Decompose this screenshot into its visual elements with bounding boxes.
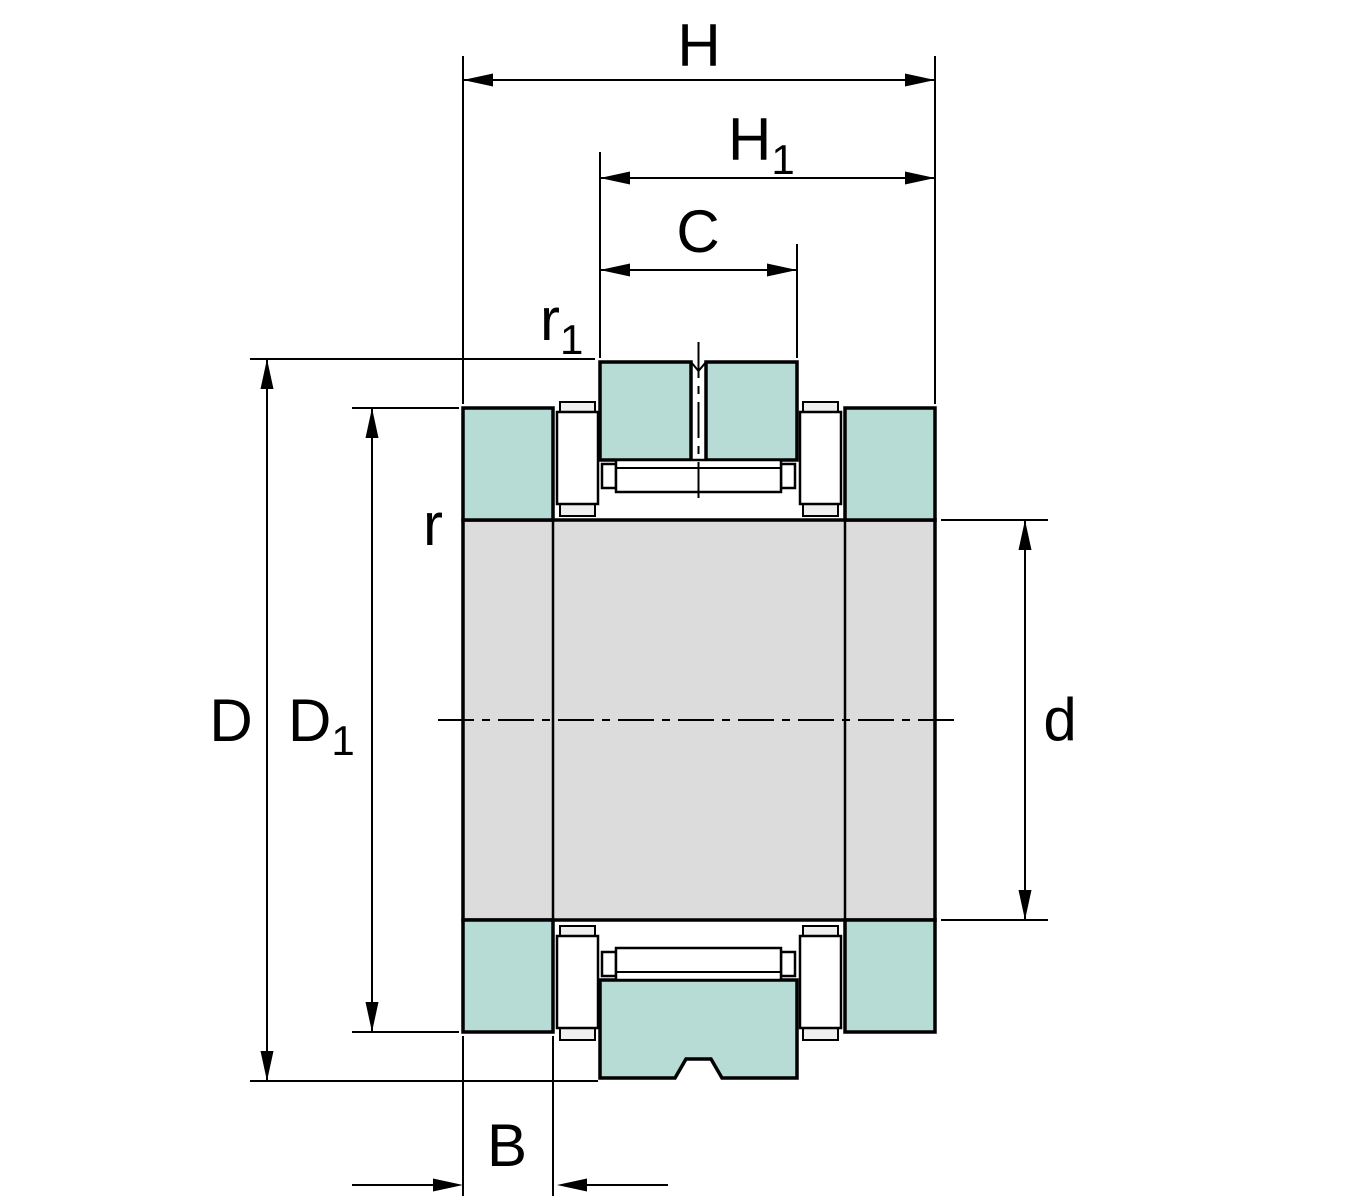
dim-label-d: d	[1043, 686, 1076, 753]
arrowhead	[905, 73, 935, 87]
dim-label-D: D	[209, 687, 252, 754]
dim-label-D1: D1	[288, 687, 355, 764]
needle-cage-end-right	[779, 950, 797, 978]
axial-roller-bottom-right	[798, 934, 843, 1030]
roller-cage-lip	[559, 1027, 596, 1041]
shaft-flange-bottom	[598, 978, 799, 1080]
roller-cage-lip	[559, 503, 596, 517]
dim-label-B: B	[487, 1112, 527, 1179]
dimension-annotations: H H1 C r1 r D D1 d B	[209, 12, 1077, 1196]
shaft-washer-top-left-half	[598, 360, 693, 462]
needle-cage-end-right	[779, 462, 797, 490]
axial-roller-top-right	[798, 410, 843, 506]
arrowhead	[600, 263, 630, 277]
washer-slot-chamfer-right	[697, 361, 707, 372]
arrowhead	[260, 1051, 274, 1081]
needle-cage-bottom	[614, 946, 783, 982]
arrowhead	[365, 408, 379, 438]
needle-cage-end-left	[600, 462, 618, 490]
shaft-washer-top-right-half	[704, 360, 799, 462]
housing-washer-top-left	[461, 406, 555, 522]
arrowhead	[433, 1178, 463, 1192]
arrowhead	[600, 171, 630, 185]
centerlines	[438, 342, 958, 721]
arrowhead	[905, 171, 935, 185]
arrowhead	[557, 1178, 587, 1192]
arrowhead	[463, 73, 493, 87]
washer-slot-chamfer-left	[690, 361, 700, 372]
housing-washer-bottom-left	[461, 918, 555, 1034]
arrowhead	[365, 1002, 379, 1032]
arrowhead	[1018, 520, 1032, 550]
dim-label-r: r	[423, 491, 443, 558]
arrowhead	[1018, 890, 1032, 920]
needle-cage-end-left	[600, 950, 618, 978]
axial-roller-bottom-left	[555, 934, 600, 1030]
dim-label-r1: r1	[540, 286, 583, 363]
bearing-parts	[461, 360, 937, 1080]
arrowhead	[260, 359, 274, 389]
dim-label-C: C	[676, 198, 719, 265]
axial-roller-top-left	[555, 410, 600, 506]
roller-cage-lip	[802, 1027, 839, 1041]
housing-washer-top-right	[843, 406, 937, 522]
dim-label-H: H	[677, 12, 720, 79]
roller-cage-lip	[802, 503, 839, 517]
dim-label-H1: H1	[728, 106, 795, 183]
housing-washer-bottom-right	[843, 918, 937, 1034]
arrowhead	[767, 263, 797, 277]
